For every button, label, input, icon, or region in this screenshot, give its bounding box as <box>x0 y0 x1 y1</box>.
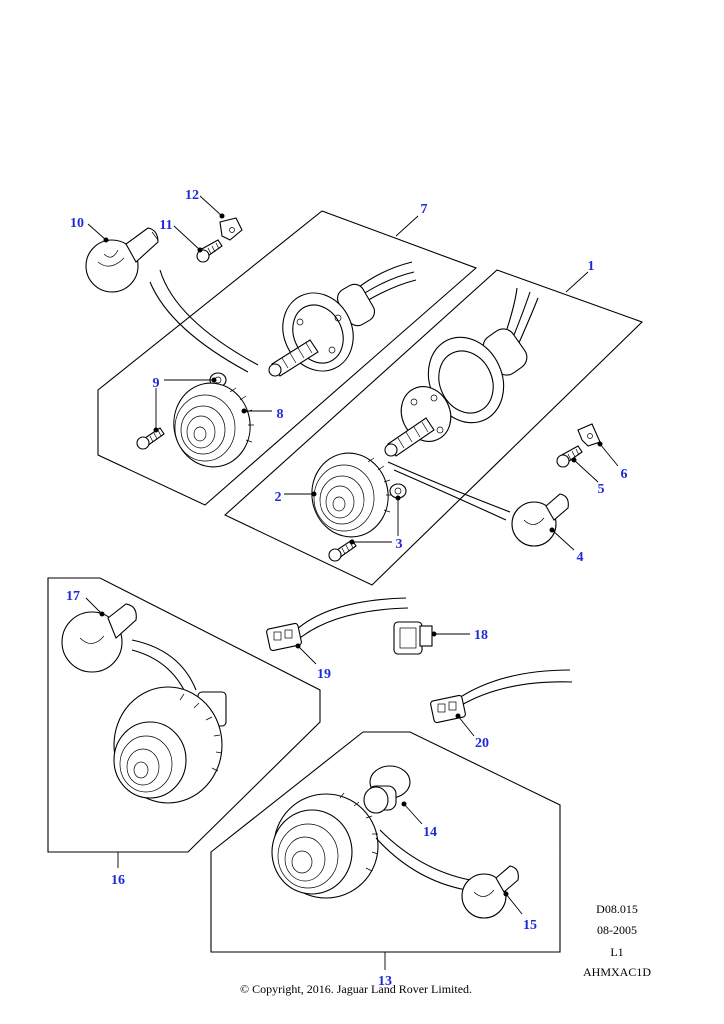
reference-code: D08.015 <box>596 902 638 916</box>
callout-9: 9 <box>153 376 160 391</box>
wire-15b <box>375 837 467 891</box>
panel-group-1 <box>224 269 644 586</box>
connector-part-20 <box>430 669 573 724</box>
socket-part-14 <box>363 765 411 814</box>
lamp-part-13 <box>271 792 379 899</box>
bulb-part-4 <box>511 493 569 547</box>
copyright-notice: © Copyright, 2016. Jaguar Land Rover Lim… <box>240 982 472 996</box>
callout-15: 15 <box>523 918 537 933</box>
callout-20: 20 <box>475 736 489 751</box>
screw-part-9b <box>136 427 165 450</box>
reference-level: L1 <box>610 945 623 959</box>
callout-5: 5 <box>598 482 605 497</box>
callout-1: 1 <box>588 259 595 274</box>
socket-part-1 <box>384 287 539 457</box>
bulb-part-10 <box>85 227 159 293</box>
connector-part-19 <box>266 597 409 652</box>
bulb-part-15 <box>461 865 519 919</box>
wire-4b <box>393 469 507 521</box>
callout-14: 14 <box>423 825 437 840</box>
lens-part-2 <box>311 452 392 538</box>
reference-date: 08-2005 <box>597 923 637 937</box>
leader-lines <box>85 195 619 970</box>
lamp-part-16 <box>113 686 227 804</box>
callout-labels: 1 2 3 4 5 6 7 8 9 10 11 12 13 14 15 16 1… <box>66 188 628 989</box>
reference-block: D08.015 08-2005 L1 AHMXAC1D <box>583 902 651 979</box>
bulb-part-17 <box>61 603 137 673</box>
screw-part-5 <box>556 445 583 468</box>
callout-8: 8 <box>277 407 284 422</box>
callout-18: 18 <box>474 628 488 643</box>
callout-3: 3 <box>396 537 403 552</box>
socket-part-7 <box>268 261 417 377</box>
wire-17b <box>131 649 187 695</box>
reference-id: AHMXAC1D <box>583 965 651 979</box>
callout-19: 19 <box>317 667 331 682</box>
callout-11: 11 <box>159 218 172 233</box>
clip-part-12 <box>219 217 243 241</box>
callout-4: 4 <box>577 550 584 565</box>
panel-group-16 <box>47 577 321 853</box>
callout-12: 12 <box>185 188 199 203</box>
screw-part-11 <box>196 239 223 263</box>
wire-17 <box>131 639 197 691</box>
wire-15 <box>379 829 471 881</box>
panel-group-13 <box>210 731 561 953</box>
callout-7: 7 <box>421 202 428 217</box>
panel-group-7 <box>97 210 478 506</box>
clip-part-6 <box>577 423 601 447</box>
wire-8 <box>149 281 249 373</box>
screw-part-3 <box>328 539 357 562</box>
lens-part-8 <box>173 382 254 468</box>
wire-4 <box>387 461 511 513</box>
callout-6: 6 <box>621 467 628 482</box>
plug-part-18 <box>393 621 433 655</box>
wire-8b <box>159 269 259 366</box>
callout-13: 13 <box>378 974 392 989</box>
callout-17: 17 <box>66 589 80 604</box>
callout-10: 10 <box>70 216 84 231</box>
callout-16: 16 <box>111 873 125 888</box>
callout-2: 2 <box>275 490 282 505</box>
